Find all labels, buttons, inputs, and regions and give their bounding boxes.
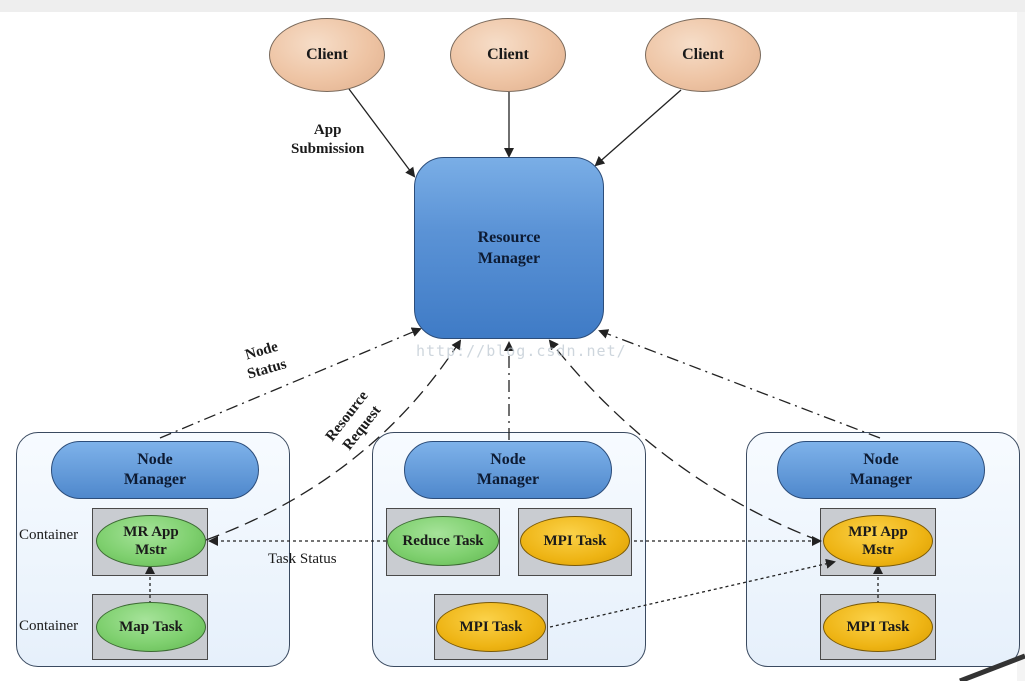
map-task-label: Map Task bbox=[119, 619, 183, 635]
task-status-label: Task Status bbox=[268, 551, 337, 567]
mpi-task-middle-top-ellipse: MPI Task bbox=[520, 516, 630, 566]
rm-label-line2: Manager bbox=[477, 250, 541, 267]
arrow-node-status-left bbox=[159, 327, 422, 439]
arrow-resource-request-left bbox=[205, 339, 462, 541]
corner-decoration bbox=[959, 653, 1025, 681]
mpi-task-label: MPI Task bbox=[543, 533, 607, 549]
nm-label-line1: Node bbox=[137, 451, 173, 468]
container-label-top: Container bbox=[19, 527, 79, 543]
client-label: Client bbox=[306, 46, 348, 63]
arrow-resource-request-right bbox=[548, 339, 821, 542]
resource-manager-box: Resource Manager bbox=[414, 157, 604, 339]
arrow-node-status-right bbox=[598, 329, 881, 439]
nm-label-line1: Node bbox=[490, 451, 526, 468]
mr-app-master-ellipse: MR App Mstr bbox=[96, 515, 206, 567]
map-task-ellipse: Map Task bbox=[96, 602, 206, 652]
mpi-task-middle-bottom-ellipse: MPI Task bbox=[436, 602, 546, 652]
app-submission-line2: Submission bbox=[291, 141, 365, 157]
nm-label-line2: Manager bbox=[476, 471, 540, 488]
client-node-2: Client bbox=[450, 18, 566, 92]
mr-app-line2: Mstr bbox=[135, 542, 167, 558]
watermark-text: http://blog.csdn.net/ bbox=[416, 342, 627, 360]
mr-app-line1: MR App bbox=[123, 524, 179, 540]
reduce-task-label: Reduce Task bbox=[402, 533, 484, 549]
nm-label-line1: Node bbox=[863, 451, 899, 468]
mpi-app-master-ellipse: MPI App Mstr bbox=[823, 515, 933, 567]
node-manager-left: Node Manager bbox=[51, 441, 259, 499]
mpi-task-label: MPI Task bbox=[846, 619, 910, 635]
nm-label-line2: Manager bbox=[849, 471, 913, 488]
mpi-task-right-ellipse: MPI Task bbox=[823, 602, 933, 652]
nm-label-line2: Manager bbox=[123, 471, 187, 488]
node-manager-middle: Node Manager bbox=[404, 441, 612, 499]
client-node-3: Client bbox=[645, 18, 761, 92]
arrow-client1-to-rm bbox=[348, 88, 416, 178]
node-manager-right: Node Manager bbox=[777, 441, 985, 499]
app-submission-line1: App bbox=[313, 122, 342, 138]
right-border-strip bbox=[1017, 12, 1025, 681]
mpi-app-line1: MPI App bbox=[848, 524, 908, 540]
mpi-app-line2: Mstr bbox=[862, 542, 894, 558]
app-submission-label: App Submission bbox=[291, 121, 364, 159]
top-border-strip bbox=[0, 0, 1025, 12]
reduce-task-ellipse: Reduce Task bbox=[387, 516, 499, 566]
arrow-task-status-mpi-bottom-to-mpimstr bbox=[549, 558, 836, 628]
mpi-task-label: MPI Task bbox=[459, 619, 523, 635]
client-node-1: Client bbox=[269, 18, 385, 92]
arrow-client3-to-rm bbox=[594, 89, 682, 167]
container-label-bottom: Container bbox=[19, 618, 79, 634]
client-label: Client bbox=[487, 46, 529, 63]
client-label: Client bbox=[682, 46, 724, 63]
rm-label-line1: Resource bbox=[477, 229, 541, 246]
